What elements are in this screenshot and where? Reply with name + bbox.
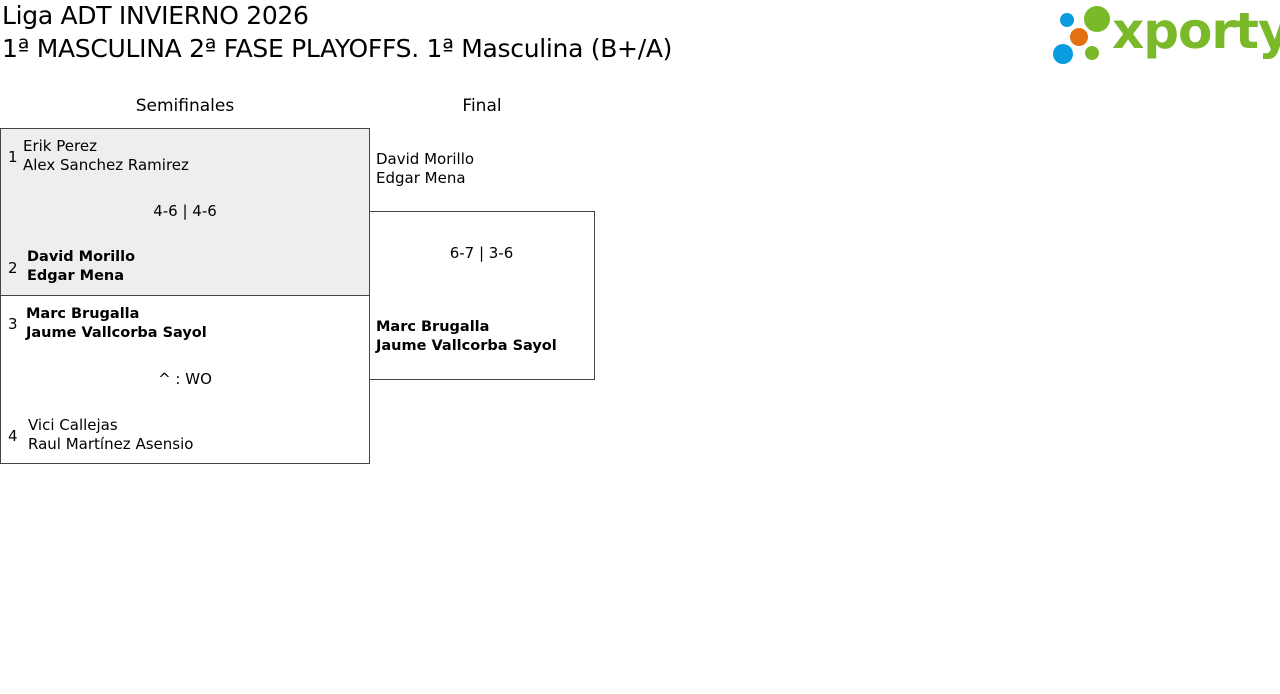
team-top-winner: Marc Brugalla Jaume Vallcorba Sayol: [26, 305, 207, 343]
player-name: David Morillo: [376, 150, 475, 168]
player-name: Raul Martínez Asensio: [28, 435, 194, 453]
seed-number: 1: [8, 148, 18, 166]
player-name: Alex Sanchez Ramirez: [23, 156, 189, 174]
round-header-semifinales: Semifinales: [135, 96, 235, 116]
seed-number: 3: [8, 315, 18, 333]
player-name: Erik Perez: [23, 137, 97, 155]
match-score: 6-7 | 3-6: [449, 244, 514, 262]
logo-text: xporty: [1112, 2, 1280, 60]
player-name: Vici Callejas: [28, 416, 118, 434]
final-match[interactable]: 6-7 | 3-6 Marc Brugalla Jaume Vallcorba …: [369, 211, 595, 380]
player-name: Jaume Vallcorba Sayol: [376, 338, 557, 354]
seed-number: 2: [8, 259, 18, 277]
team-bottom: Vici Callejas Raul Martínez Asensio: [28, 416, 193, 454]
xporty-logo: xporty: [1050, 2, 1280, 68]
round-header-final: Final: [462, 96, 502, 116]
final-team-top: David Morillo Edgar Mena: [376, 150, 474, 188]
seed-number: 4: [8, 427, 18, 445]
final-team-bottom-winner: Marc Brugalla Jaume Vallcorba Sayol: [376, 318, 557, 356]
page-title: Liga ADT INVIERNO 2026: [2, 1, 309, 30]
player-name: Marc Brugalla: [376, 319, 490, 335]
page-subtitle: 1ª MASCULINA 2ª FASE PLAYOFFS. 1ª Mascul…: [2, 34, 673, 63]
match-score: ^ : WO: [158, 370, 212, 388]
match-score: 4-6 | 4-6: [153, 202, 217, 220]
player-name: Jaume Vallcorba Sayol: [26, 325, 207, 341]
team-top: Erik Perez Alex Sanchez Ramirez: [23, 137, 189, 175]
semifinal-match-2[interactable]: 3 Marc Brugalla Jaume Vallcorba Sayol ^ …: [0, 295, 370, 464]
team-bottom-winner: David Morillo Edgar Mena: [27, 248, 135, 286]
player-name: Marc Brugalla: [26, 306, 140, 322]
semifinal-match-1[interactable]: 1 Erik Perez Alex Sanchez Ramirez 4-6 | …: [0, 128, 370, 296]
player-name: Edgar Mena: [376, 169, 466, 187]
logo-dots-icon: [1053, 6, 1110, 64]
player-name: David Morillo: [27, 249, 136, 265]
player-name: Edgar Mena: [27, 268, 125, 284]
